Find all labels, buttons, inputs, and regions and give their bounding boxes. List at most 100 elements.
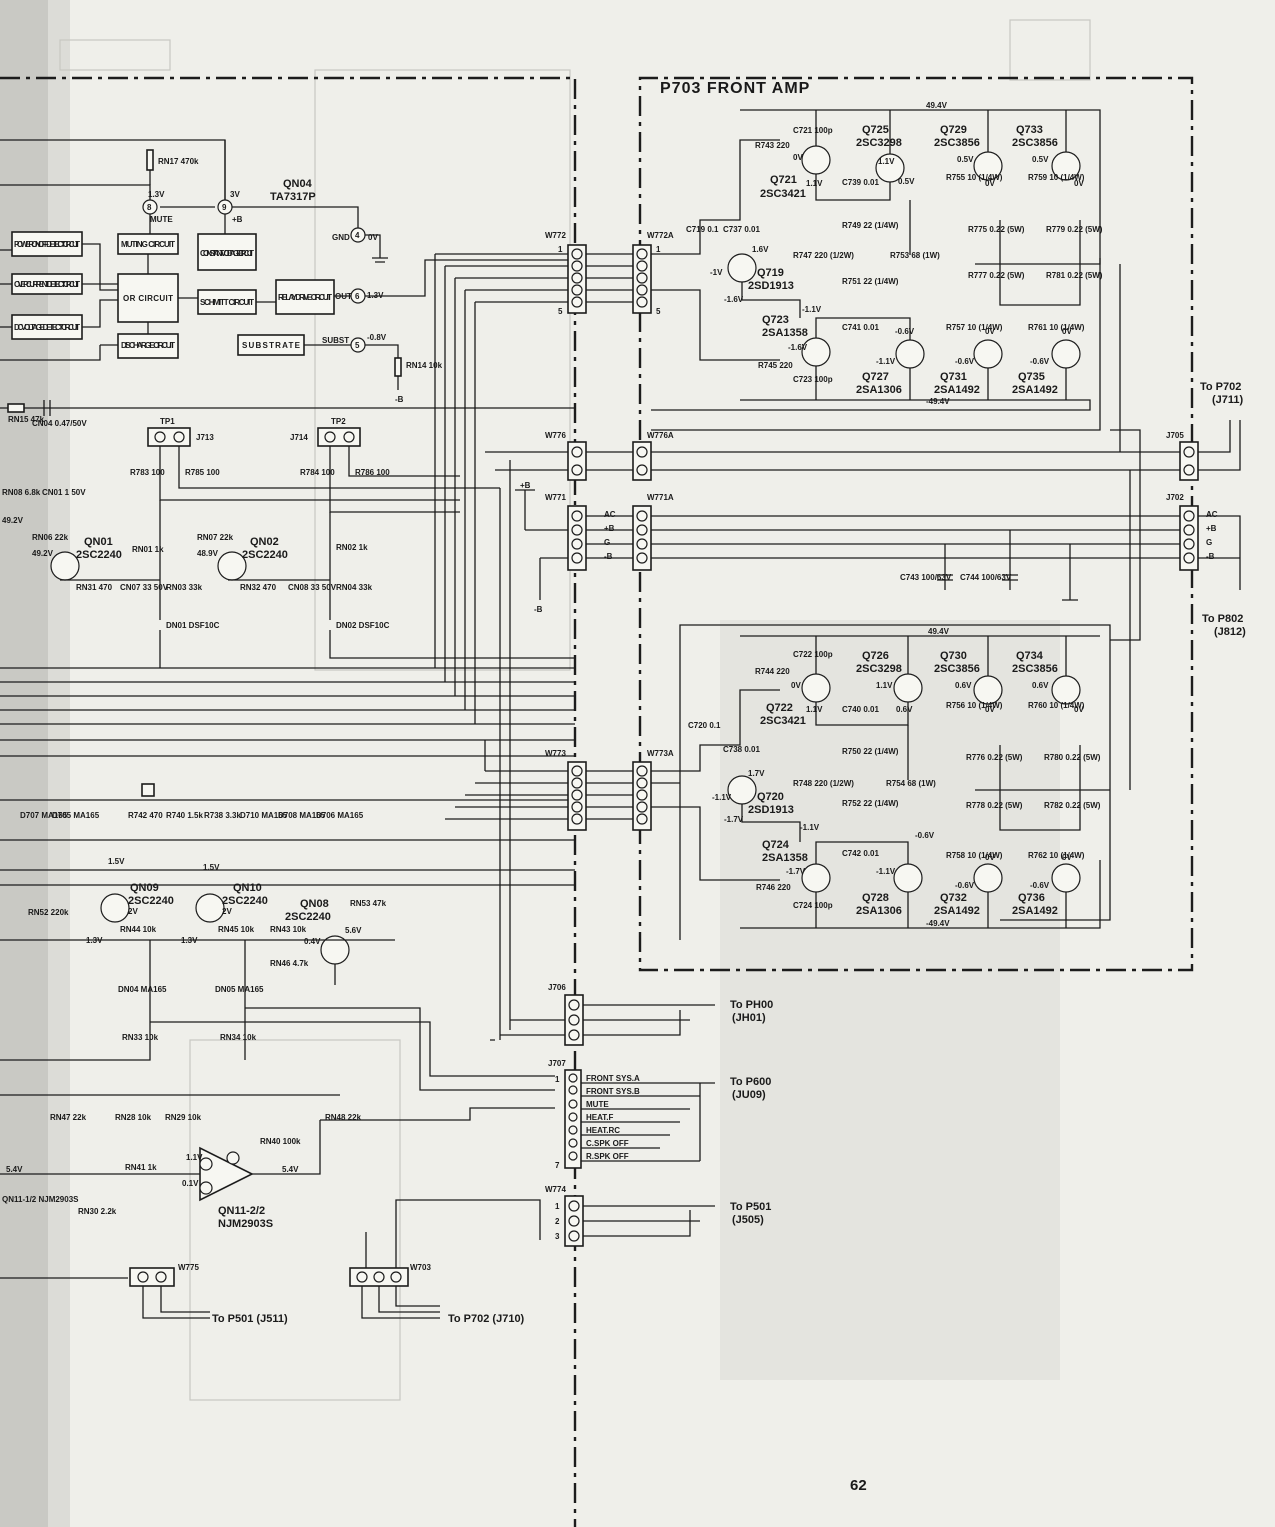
svg-text:RN15 47k: RN15 47k — [8, 415, 45, 424]
svg-text:C.SPK OFF: C.SPK OFF — [586, 1139, 629, 1148]
svg-text:D707 MA165: D707 MA165 — [20, 811, 68, 820]
svg-text:R742 470: R742 470 — [128, 811, 163, 820]
svg-text:2SC3856: 2SC3856 — [1012, 663, 1058, 675]
svg-text:0V: 0V — [985, 853, 995, 862]
svg-text:R740 1.5k: R740 1.5k — [166, 811, 203, 820]
svg-text:W703: W703 — [410, 1263, 431, 1272]
svg-text:0V: 0V — [985, 705, 995, 714]
svg-text:2SD1913: 2SD1913 — [748, 804, 794, 816]
svg-text:C720 0.1: C720 0.1 — [688, 721, 721, 730]
svg-text:G: G — [604, 538, 610, 547]
svg-text:0V: 0V — [1074, 705, 1084, 714]
svg-text:-1.1V: -1.1V — [876, 867, 896, 876]
svg-text:RN46 4.7k: RN46 4.7k — [270, 959, 309, 968]
svg-text:+B: +B — [1206, 524, 1217, 533]
svg-text:Q720: Q720 — [757, 791, 784, 803]
svg-text:CONSTANT VOLTAGE CIRCUIT: CONSTANT VOLTAGE CIRCUIT — [200, 249, 254, 258]
svg-text:5: 5 — [558, 307, 563, 316]
svg-text:Q729: Q729 — [940, 124, 967, 136]
svg-text:R750 22 (1/4W): R750 22 (1/4W) — [842, 747, 899, 756]
svg-text:OVER CURRENT DETECT CIRCUIT: OVER CURRENT DETECT CIRCUIT — [14, 280, 80, 289]
svg-text:0V: 0V — [985, 327, 995, 336]
svg-text:2SC2240: 2SC2240 — [76, 549, 122, 561]
svg-text:0.6V: 0.6V — [896, 705, 913, 714]
svg-text:QN08: QN08 — [300, 898, 329, 910]
svg-text:D708 MA165: D708 MA165 — [278, 811, 326, 820]
vertical-buses — [434, 254, 568, 1040]
svg-text:0V: 0V — [791, 681, 801, 690]
svg-text:CN07 33 50V: CN07 33 50V — [120, 583, 169, 592]
page-number: 62 — [850, 1477, 867, 1494]
svg-text:FRONT SYS.B: FRONT SYS.B — [586, 1087, 640, 1096]
svg-text:1.1V: 1.1V — [806, 705, 823, 714]
svg-text:6: 6 — [355, 292, 360, 301]
svg-text:SUBST: SUBST — [322, 336, 349, 345]
svg-text:RN01 1k: RN01 1k — [132, 545, 164, 554]
svg-text:5.6V: 5.6V — [345, 926, 362, 935]
svg-text:QN04: QN04 — [283, 178, 313, 190]
svg-text:2SC3856: 2SC3856 — [1012, 137, 1058, 149]
svg-text:1.7V: 1.7V — [748, 769, 765, 778]
svg-text:Q726: Q726 — [862, 650, 889, 662]
svg-text:POWER ON/OFF DETECT CIRCUIT: POWER ON/OFF DETECT CIRCUIT — [14, 240, 80, 249]
svg-text:1: 1 — [555, 1202, 560, 1211]
svg-text:-1.6V: -1.6V — [724, 295, 744, 304]
svg-text:R752 22 (1/4W): R752 22 (1/4W) — [842, 799, 899, 808]
svg-text:-0.6V: -0.6V — [955, 357, 975, 366]
svg-text:R760 10 (1/4W): R760 10 (1/4W) — [1028, 701, 1085, 710]
svg-text:RN28 10k: RN28 10k — [115, 1113, 152, 1122]
svg-text:7: 7 — [555, 1161, 560, 1170]
svg-text:W774: W774 — [545, 1185, 566, 1194]
svg-text:R757 10 (1/4W): R757 10 (1/4W) — [946, 323, 1003, 332]
svg-text:-49.4V: -49.4V — [926, 919, 950, 928]
svg-text:J706: J706 — [548, 983, 566, 992]
svg-text:-1.1V: -1.1V — [876, 357, 896, 366]
upper-amp-channel: 49.4V -49.4V Q719 2SD1913 Q721 2SC3421 Q… — [651, 101, 1103, 431]
svg-text:DC VOLTAGE DETECT CIRCUIT: DC VOLTAGE DETECT CIRCUIT — [14, 323, 80, 332]
svg-text:Q723: Q723 — [762, 314, 789, 326]
svg-text:RELAY DRIVE CIRCUIT: RELAY DRIVE CIRCUIT — [278, 293, 332, 302]
svg-text:R783 100: R783 100 — [130, 468, 165, 477]
svg-text:1.6V: 1.6V — [752, 245, 769, 254]
svg-text:G: G — [1206, 538, 1212, 547]
svg-text:R761 10 (1/4W): R761 10 (1/4W) — [1028, 323, 1085, 332]
svg-text:-0.6V: -0.6V — [1030, 881, 1050, 890]
svg-text:2SD1913: 2SD1913 — [748, 280, 794, 292]
svg-text:W773: W773 — [545, 749, 566, 758]
svg-text:SUBSTRATE: SUBSTRATE — [242, 341, 301, 350]
qn01-qn02-section: RN08 6.8k 49.2V CN01 1 50V RN06 22k 49.2… — [0, 488, 575, 669]
svg-text:RN03 33k: RN03 33k — [166, 583, 203, 592]
svg-text:R776 0.22 (5W): R776 0.22 (5W) — [966, 753, 1023, 762]
svg-text:49.4V: 49.4V — [926, 101, 948, 110]
svg-text:-0.6V: -0.6V — [1030, 357, 1050, 366]
svg-text:Q736: Q736 — [1018, 892, 1045, 904]
svg-text:J702: J702 — [1166, 493, 1184, 502]
qn09-qn10-qn08-section: QN09 2SC2240 QN10 2SC2240 QN08 2SC2240 R… — [0, 857, 575, 1091]
svg-text:4: 4 — [355, 231, 360, 240]
svg-text:C739 0.01: C739 0.01 — [842, 178, 879, 187]
svg-text:3: 3 — [555, 1232, 560, 1241]
svg-text:R749 22 (1/4W): R749 22 (1/4W) — [842, 221, 899, 230]
svg-text:QN11-2/2: QN11-2/2 — [218, 1205, 265, 1217]
svg-text:-1.1V: -1.1V — [802, 305, 822, 314]
qn11-comparator-section: RN47 22k RN28 10k RN29 10k RN48 22k RN40… — [0, 1094, 555, 1279]
diode-ladder: D707 MA165 D705 MA165 R742 470 R740 1.5k… — [20, 783, 364, 820]
svg-text:0V: 0V — [1062, 853, 1072, 862]
svg-text:Q735: Q735 — [1018, 371, 1045, 383]
svg-text:2SC3856: 2SC3856 — [934, 663, 980, 675]
svg-text:To P802: To P802 — [1202, 613, 1243, 625]
svg-text:9: 9 — [222, 203, 227, 212]
svg-text:R775 0.22 (5W): R775 0.22 (5W) — [968, 225, 1025, 234]
center-connector-w771: W771 W771A AC +B G -B +B -B — [515, 481, 1180, 614]
svg-text:0V: 0V — [368, 233, 378, 242]
svg-text:To P702: To P702 — [1200, 381, 1241, 393]
svg-text:DISCHARGE CIRCUIT: DISCHARGE CIRCUIT — [121, 341, 175, 350]
svg-text:2SC2240: 2SC2240 — [128, 895, 174, 907]
svg-text:C740 0.01: C740 0.01 — [842, 705, 879, 714]
svg-text:0.5V: 0.5V — [1032, 155, 1049, 164]
svg-text:2SA1358: 2SA1358 — [762, 327, 808, 339]
svg-text:MUTE: MUTE — [150, 215, 173, 224]
svg-text:TA7317P: TA7317P — [270, 191, 316, 203]
svg-text:R786 100: R786 100 — [355, 468, 390, 477]
